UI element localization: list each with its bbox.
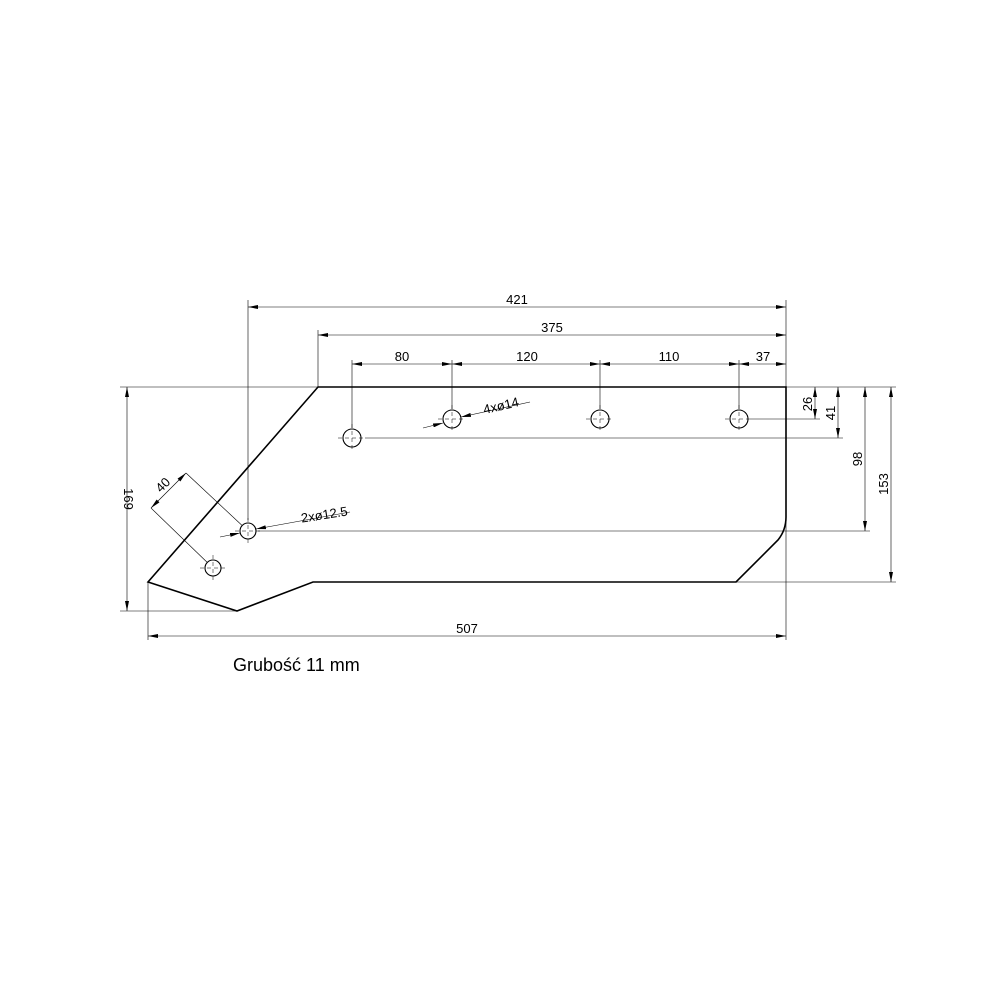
part-outline [146, 386, 787, 612]
dim-41: 41 [823, 406, 838, 420]
hole-14 [338, 424, 366, 452]
hole-12-5 [200, 555, 226, 581]
thickness-note: Grubość 11 mm [233, 655, 360, 675]
dim-26: 26 [800, 397, 815, 411]
hole-14 [725, 405, 753, 433]
holes [200, 405, 753, 581]
extension-lines [120, 300, 896, 640]
dim-421: 421 [506, 292, 528, 307]
dim-110: 110 [659, 349, 680, 364]
dim-169: 169 [121, 488, 136, 510]
dim-153: 153 [876, 473, 891, 495]
hole-14 [438, 405, 466, 433]
callout-4x-d14: 4xø14 [482, 394, 521, 417]
dim-40: 40 [152, 474, 173, 495]
callout-2x-d12-5: 2xø12.5 [300, 503, 349, 525]
dim-37: 37 [756, 349, 770, 364]
hole-12-5 [235, 518, 261, 544]
dim-120: 120 [516, 349, 538, 364]
dimension-lines [125, 305, 893, 638]
dim-507: 507 [456, 621, 478, 636]
dim-98: 98 [850, 452, 865, 466]
dim-375: 375 [541, 320, 563, 335]
hole-14 [586, 405, 614, 433]
dim-80: 80 [395, 349, 409, 364]
